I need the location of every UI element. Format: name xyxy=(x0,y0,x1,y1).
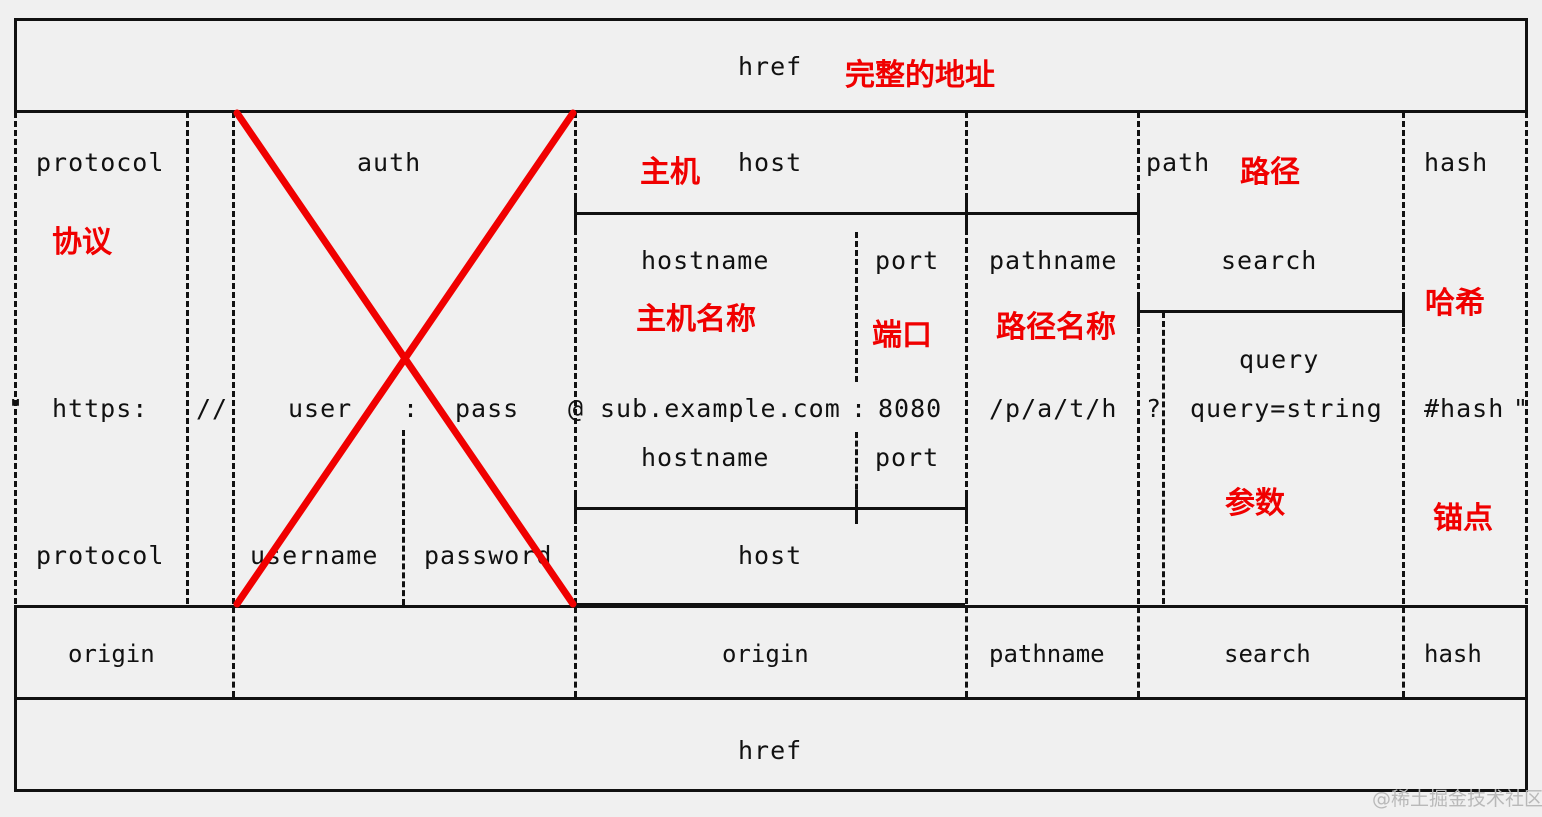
label-protocol-lower: protocol xyxy=(36,541,165,570)
watermark: @稀土掘金技术社区 xyxy=(1372,788,1542,810)
rule-top-outer xyxy=(14,18,1528,21)
url-password: pass xyxy=(455,394,520,423)
bracket-hnp-left-tick xyxy=(574,490,577,524)
rule-under-href-top xyxy=(14,110,1528,113)
frame-right-origin xyxy=(1525,605,1528,697)
annotation-search-params: 参数 xyxy=(1225,486,1285,521)
bracket-host-upper-right-tick xyxy=(1137,195,1140,229)
col-sep-frame-right xyxy=(1525,112,1528,604)
bracket-search-right-tick xyxy=(1402,293,1405,327)
label-hostname-upper: hostname xyxy=(641,246,770,275)
rule-under-origin xyxy=(14,697,1528,700)
url-question: ? xyxy=(1146,394,1163,423)
annotation-hash-anchor: 锚点 xyxy=(1433,501,1493,536)
url-port: 8080 xyxy=(878,394,943,423)
annotation-protocol: 协议 xyxy=(52,225,112,260)
col-sep-hostname-port-upper xyxy=(855,232,858,382)
label-pathname-upper: pathname xyxy=(989,246,1118,275)
label-origin-left: origin xyxy=(68,640,155,668)
label-search-upper: search xyxy=(1221,246,1318,275)
url-quote-close: " xyxy=(1513,394,1530,423)
bracket-hnp-mid-tick xyxy=(855,490,858,524)
annotation-port: 端口 xyxy=(872,318,932,353)
label-host-lower: host xyxy=(738,541,803,570)
label-origin-right: origin xyxy=(722,640,809,668)
url-hash: #hash xyxy=(1424,394,1505,423)
url-username: user xyxy=(288,394,353,423)
label-hash-bottom: hash xyxy=(1424,640,1482,668)
frame-left-top xyxy=(14,18,17,110)
origin-sep-2 xyxy=(574,607,577,697)
label-pathname-bottom: pathname xyxy=(989,640,1105,668)
url-pathname: /p/a/t/h xyxy=(989,394,1118,423)
label-password: password xyxy=(424,541,553,570)
label-port-lower: port xyxy=(875,443,940,472)
annotation-hash: 哈希 xyxy=(1425,286,1485,321)
label-search-bottom: search xyxy=(1224,640,1311,668)
label-query: query xyxy=(1239,345,1320,374)
frame-left-bottom xyxy=(14,697,17,789)
label-href-bottom: href xyxy=(738,736,803,765)
bracket-hnp-right-tick xyxy=(965,490,968,524)
bracket-search xyxy=(1137,310,1402,313)
label-username: username xyxy=(250,541,379,570)
bracket-hostname-port-lower xyxy=(574,507,965,510)
col-sep-auth-left xyxy=(232,112,235,604)
col-sep-username-password xyxy=(402,430,405,605)
col-sep-hash-left xyxy=(1402,112,1405,604)
annotation-href-top: 完整的地址 xyxy=(845,58,995,93)
bracket-search-left-tick xyxy=(1137,293,1140,327)
frame-right-bottom xyxy=(1525,697,1528,789)
annotation-pathname: 路径名称 xyxy=(996,310,1116,345)
annotation-hostname: 主机名称 xyxy=(636,302,756,337)
origin-sep-3 xyxy=(965,607,968,697)
url-colon-auth: : xyxy=(403,394,420,423)
label-host-top: host xyxy=(738,148,803,177)
origin-sep-4 xyxy=(1137,607,1140,697)
label-auth: auth xyxy=(357,148,422,177)
annotation-host: 主机 xyxy=(640,155,700,190)
col-sep-auth-right xyxy=(574,112,577,604)
col-sep-path-right xyxy=(1137,112,1140,604)
bracket-host-lower xyxy=(574,603,965,606)
col-sep-hostname-port-lower xyxy=(855,432,858,507)
origin-sep-1 xyxy=(232,607,235,697)
url-colon-port: : xyxy=(851,394,868,423)
origin-sep-5 xyxy=(1402,607,1405,697)
bracket-host-upper-left-tick xyxy=(574,195,577,229)
frame-right-top xyxy=(1525,18,1528,110)
frame-left-origin xyxy=(14,605,17,697)
label-protocol: protocol xyxy=(36,148,165,177)
url-at: @ xyxy=(568,394,585,423)
col-sep-host-right xyxy=(965,112,968,604)
url-slashes: // xyxy=(196,394,229,423)
rule-above-origin xyxy=(14,605,1528,608)
bracket-host-upper-mid-tick xyxy=(965,195,968,229)
col-sep-frame-left xyxy=(14,112,17,604)
url-hostname: sub.example.com xyxy=(600,394,841,423)
url-query: query=string xyxy=(1190,394,1383,423)
url-protocol: https: xyxy=(52,394,149,423)
bracket-host-upper xyxy=(574,212,1137,215)
col-sep-protocol-right xyxy=(186,112,189,604)
label-port-upper: port xyxy=(875,246,940,275)
label-href-top: href xyxy=(738,52,803,81)
url-quote-open: " xyxy=(8,394,25,423)
label-path: path xyxy=(1146,148,1211,177)
col-sep-search-left xyxy=(1162,312,1165,604)
label-hostname-lower: hostname xyxy=(641,443,770,472)
label-hash-top: hash xyxy=(1424,148,1489,177)
rule-bottom-outer xyxy=(14,789,1528,792)
annotation-path: 路径 xyxy=(1240,155,1300,190)
